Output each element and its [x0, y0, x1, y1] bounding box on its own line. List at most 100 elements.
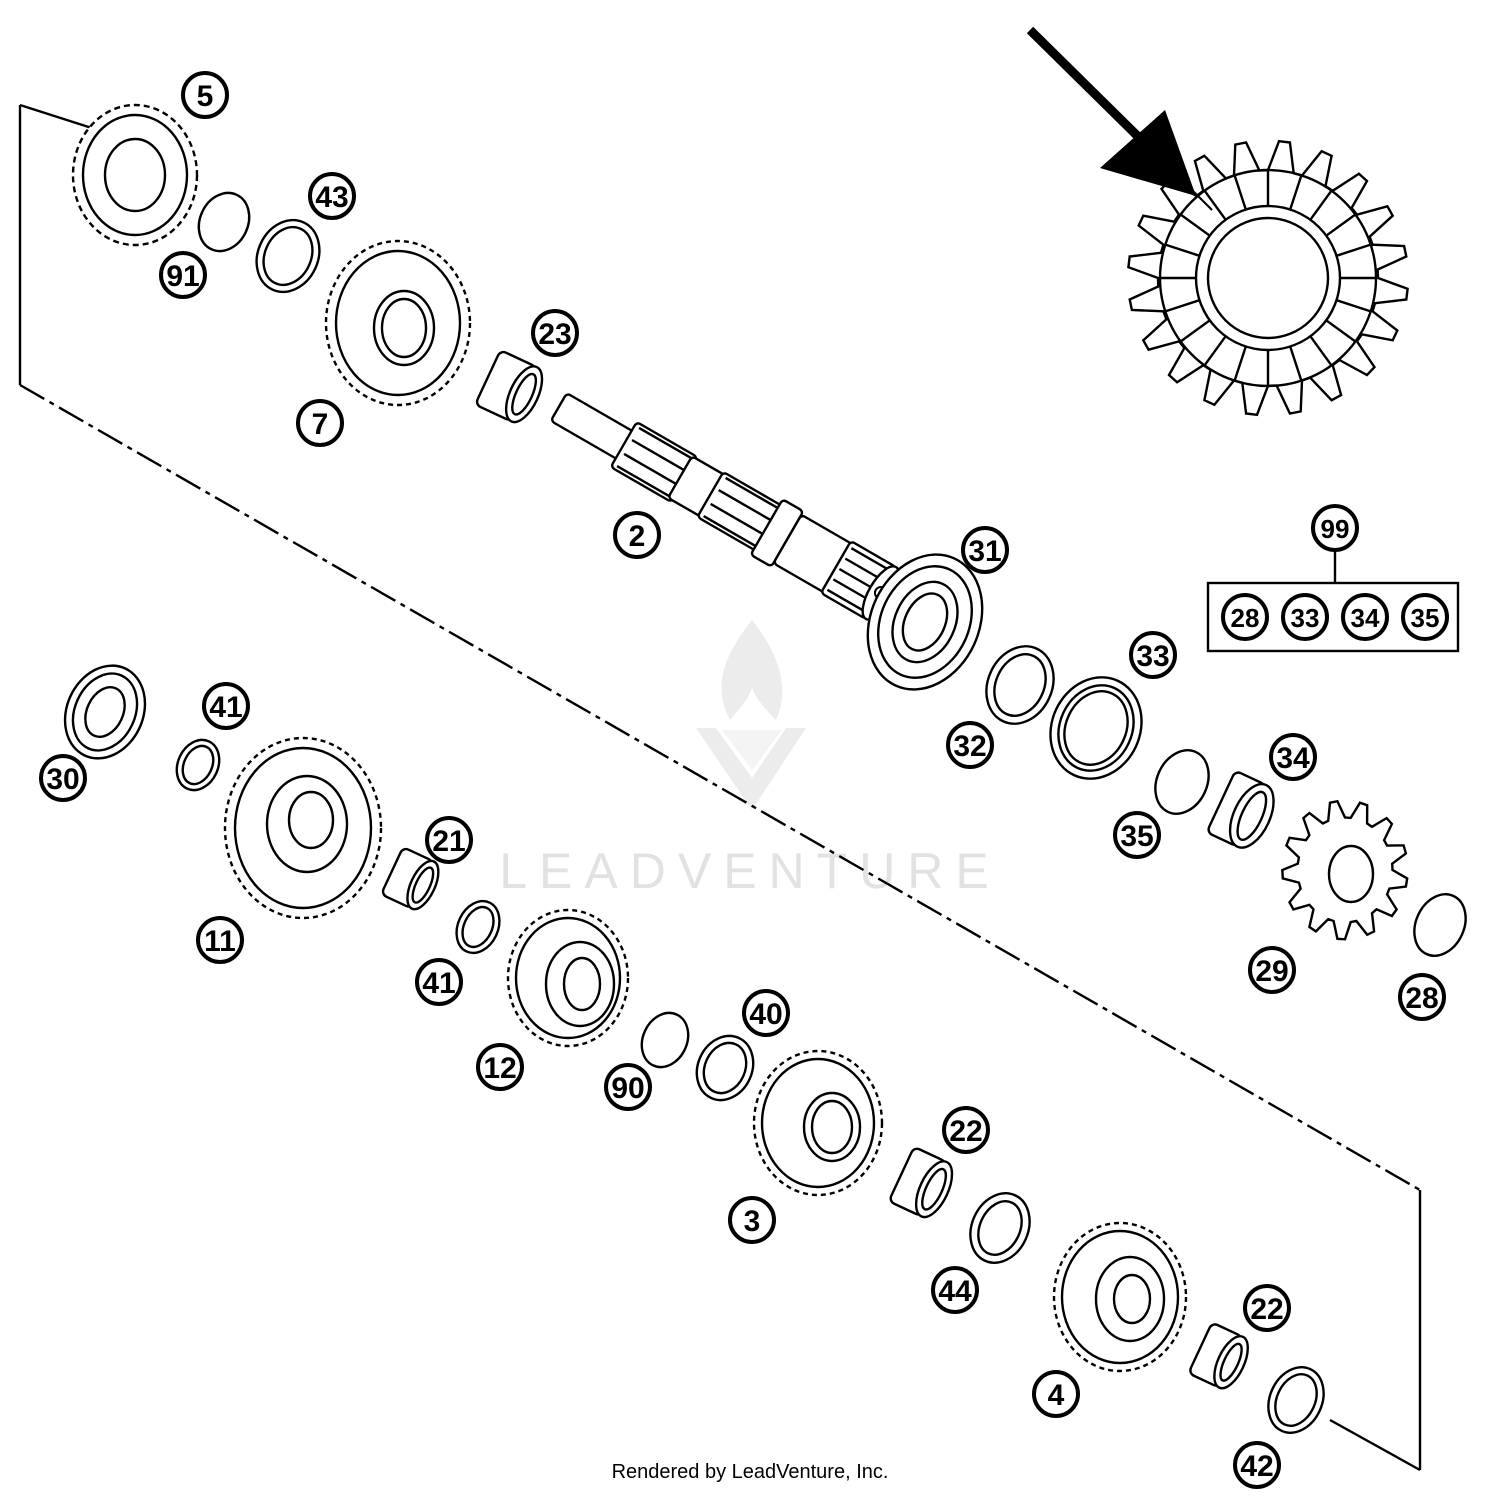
callout-label: 32	[953, 730, 986, 763]
callout-3[interactable]: 3	[728, 1196, 776, 1244]
kit-item-label: 34	[1351, 603, 1380, 633]
callout-label: 28	[1405, 982, 1438, 1015]
callout-11[interactable]: 11	[196, 916, 244, 964]
kit-item-label: 35	[1411, 603, 1440, 633]
kit-item-33[interactable]: 33	[1281, 593, 1329, 641]
callout-circle[interactable]	[196, 916, 244, 964]
callout-2[interactable]: 2	[613, 511, 661, 559]
callout-label: 5	[197, 80, 214, 113]
callout-31[interactable]: 31	[961, 526, 1009, 574]
callout-circle[interactable]	[1243, 1284, 1291, 1332]
callout-circle[interactable]	[308, 172, 356, 220]
main-shaft-2	[551, 393, 901, 621]
kit-item-28[interactable]: 28	[1221, 593, 1269, 641]
callout-90[interactable]: 90	[604, 1063, 652, 1111]
callout-circle[interactable]	[531, 309, 579, 357]
callout-circle[interactable]	[742, 989, 790, 1037]
gear-12	[506, 908, 630, 1048]
callout-label: 3	[744, 1205, 761, 1238]
washer-40	[695, 1034, 755, 1102]
callout-circle[interactable]	[728, 1196, 776, 1244]
callout-circle[interactable]	[202, 682, 250, 730]
circlip-91	[197, 191, 251, 253]
kit-label[interactable]: 99	[1321, 514, 1350, 544]
bushing-22-upper	[889, 1147, 954, 1219]
watermark-text: LEADVENTURE	[499, 843, 1001, 899]
callout-circle[interactable]	[961, 526, 1009, 574]
callout-label: 43	[315, 181, 348, 214]
kit-item-34[interactable]: 34	[1341, 593, 1389, 641]
callout-circle[interactable]	[476, 1043, 524, 1091]
pointer-arrow-icon	[1026, 26, 1213, 211]
callout-circle[interactable]	[1248, 946, 1296, 994]
callout-28[interactable]: 28	[1398, 973, 1446, 1021]
callout-22b[interactable]: 22	[1243, 1284, 1291, 1332]
callout-circle[interactable]	[931, 1266, 979, 1314]
callout-circle[interactable]	[946, 721, 994, 769]
callout-label: 41	[209, 691, 242, 724]
flame-logo-icon	[696, 620, 806, 810]
spacer-34	[1207, 771, 1275, 849]
callout-41a[interactable]: 41	[202, 682, 250, 730]
callout-circle[interactable]	[1032, 1370, 1080, 1418]
callout-43[interactable]: 43	[308, 172, 356, 220]
callout-5[interactable]: 5	[181, 71, 229, 119]
callout-7[interactable]: 7	[296, 399, 344, 447]
callout-41b[interactable]: 41	[415, 958, 463, 1006]
callout-circle[interactable]	[1129, 631, 1177, 679]
callout-circle[interactable]	[1398, 973, 1446, 1021]
callout-label: 22	[949, 1115, 982, 1148]
callout-circle[interactable]	[604, 1063, 652, 1111]
callout-circle[interactable]	[425, 816, 473, 864]
callout-34[interactable]: 34	[1269, 733, 1317, 781]
callout-91[interactable]: 91	[159, 251, 207, 299]
callout-circle[interactable]	[415, 958, 463, 1006]
callout-44[interactable]: 44	[931, 1266, 979, 1314]
callout-circle[interactable]	[39, 754, 87, 802]
callout-circle[interactable]	[1233, 1441, 1281, 1489]
callout-label: 4	[1048, 1379, 1065, 1412]
callout-30[interactable]: 30	[39, 754, 87, 802]
callout-40[interactable]: 40	[742, 989, 790, 1037]
callout-circle[interactable]	[296, 399, 344, 447]
bearing-31	[866, 553, 984, 691]
callout-label: 44	[938, 1275, 972, 1308]
callout-circle[interactable]	[1113, 811, 1161, 859]
callout-label: 41	[422, 967, 455, 1000]
callout-23[interactable]: 23	[531, 309, 579, 357]
callout-label: 2	[629, 520, 646, 553]
callout-circle[interactable]	[1269, 733, 1317, 781]
callout-22a[interactable]: 22	[942, 1106, 990, 1154]
kit-item-35[interactable]: 35	[1401, 593, 1449, 641]
o-ring-35	[1154, 749, 1210, 815]
callout-circle[interactable]	[942, 1106, 990, 1154]
assembly-frame	[18, 103, 1422, 1472]
callout-33[interactable]: 33	[1129, 631, 1177, 679]
callout-label: 35	[1120, 820, 1153, 853]
callout-29[interactable]: 29	[1248, 946, 1296, 994]
callout-32[interactable]: 32	[946, 721, 994, 769]
washer-41-lower	[455, 899, 501, 955]
callout-circle[interactable]	[159, 251, 207, 299]
callout-label: 23	[538, 318, 571, 351]
circlip-28	[1413, 893, 1467, 957]
gear-5	[71, 103, 199, 247]
callout-4[interactable]: 4	[1032, 1370, 1080, 1418]
callout-21[interactable]: 21	[425, 816, 473, 864]
washer-43	[255, 218, 321, 294]
callout-12[interactable]: 12	[476, 1043, 524, 1091]
callout-35[interactable]: 35	[1113, 811, 1161, 859]
bearing-30	[63, 664, 147, 760]
bushing-22-lower	[1189, 1323, 1249, 1390]
callout-label: 22	[1250, 1293, 1283, 1326]
callout-circle[interactable]	[181, 71, 229, 119]
callout-label: 40	[749, 998, 782, 1031]
bushing-23	[475, 350, 544, 424]
callout-circle[interactable]	[613, 511, 661, 559]
kit-item-label: 28	[1231, 603, 1260, 633]
kit-group-99: 99 28 33 34 35	[1206, 504, 1460, 653]
callout-label: 31	[968, 535, 1001, 568]
callout-42[interactable]: 42	[1233, 1441, 1281, 1489]
